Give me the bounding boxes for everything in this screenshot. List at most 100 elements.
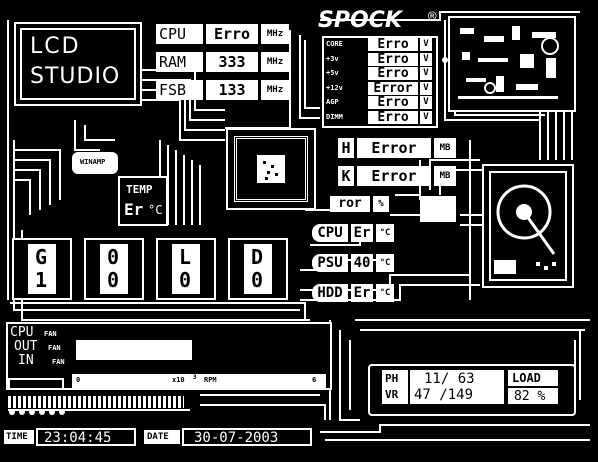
voltage-value: Error [368, 81, 418, 95]
load-percent-value: ror [330, 196, 370, 212]
winamp-badge-label: WINAMP [80, 158, 106, 166]
ph-value: 11/ 63 [424, 371, 475, 387]
fan-label-in: IN [18, 353, 34, 368]
ph-vr-values: 11/ 63 47 /149 [410, 370, 504, 404]
cpu-chip-graphic [226, 128, 316, 210]
rpm-scale-end: 6 [312, 376, 317, 384]
fan-rpm-bar [76, 340, 192, 360]
rpm-scale: 0 x10 3 RPM 6 [72, 374, 326, 388]
clock-value: 133 [206, 80, 258, 100]
logo-line-1: LCD [30, 34, 81, 59]
rpm-scale-unit: RPM [204, 376, 217, 384]
voltage-unit: V [420, 110, 432, 124]
voltage-unit: V [420, 96, 432, 109]
date-label: DATE [147, 432, 169, 442]
memory-unit: MB [434, 138, 456, 158]
memory-value: Error [357, 166, 431, 186]
registered-mark: ® [428, 9, 437, 25]
temp-label: CPU [312, 224, 348, 242]
ram-slot-graphic [8, 396, 184, 408]
voltage-unit: V [420, 38, 432, 51]
temp-value: Er [351, 224, 373, 242]
time-value: 23:04:45 [44, 430, 112, 446]
logo-frame: LCD STUDIO [14, 22, 142, 106]
temp-unit: °C [376, 284, 394, 302]
digit-top: D [251, 245, 264, 269]
logo-inner: LCD STUDIO [20, 28, 136, 100]
voltage-label: +12v [326, 83, 343, 92]
fan-label-suffix: FAN [48, 344, 61, 352]
temp-unit: °C [376, 254, 394, 272]
voltage-value: Erro [368, 38, 418, 51]
digit-bottom: 1 [35, 268, 48, 292]
digit-top: G [35, 245, 48, 269]
memory-unit: MB [434, 166, 456, 186]
ph-vr-labels: PH VR [382, 370, 408, 404]
rpm-scale-mid: x10 [172, 376, 185, 384]
clock-unit: MHz [261, 24, 289, 44]
temp-unit: °C [376, 224, 394, 242]
logo-line-2: STUDIO [30, 64, 121, 89]
digit-bottom: 0 [251, 268, 264, 292]
cpu-chip-frame [234, 136, 308, 202]
memory-label: H [338, 138, 354, 158]
voltage-value: Erro [368, 96, 418, 109]
product-title: SPOCK [318, 8, 402, 33]
temp-value: 40 [351, 254, 373, 272]
voltage-unit: V [420, 52, 432, 66]
temp-box-unit: °C [148, 203, 163, 217]
temp-box: TEMP Er °C [118, 176, 168, 226]
time-label: TIME [6, 432, 28, 442]
pcb-graphic [448, 16, 576, 112]
vr-label: VR [385, 388, 399, 401]
memory-label: K [338, 166, 354, 186]
voltage-unit: V [420, 67, 432, 80]
fan-label-suffix: FAN [52, 358, 65, 366]
temp-box-value: Er [124, 200, 144, 219]
temp-value: Er [351, 284, 373, 302]
hard-drive-icon [489, 171, 567, 281]
memory-value: Error [357, 138, 431, 158]
voltage-value: Erro [368, 52, 418, 66]
chip-icon [420, 196, 456, 222]
time-value-box: 23:04:45 [36, 428, 136, 446]
clock-value: Erro [206, 24, 258, 44]
digit-bottom: 0 [179, 268, 192, 292]
fan-bar-track [72, 326, 326, 372]
voltage-value: Erro [368, 110, 418, 124]
load-percent-row: ror % [330, 196, 389, 212]
voltage-value: Erro [368, 67, 418, 80]
load-percent-unit: % [373, 196, 389, 212]
digit-top: 0 [107, 245, 120, 269]
load-value: 82 % [514, 389, 546, 404]
clock-label: FSB [156, 80, 203, 100]
voltage-label: +3v [326, 54, 339, 63]
load-label: LOAD [512, 371, 541, 385]
clock-label: RAM [156, 52, 203, 72]
fan-label-out: OUT [14, 339, 38, 354]
voltage-frame [322, 36, 438, 128]
temp-label: HDD [312, 284, 348, 302]
load-value-box: 82 % [508, 388, 558, 404]
voltage-label: CORE [326, 40, 343, 48]
vr-value: 47 /149 [414, 387, 474, 403]
fan-label-suffix: FAN [44, 330, 57, 338]
fan-connector [8, 378, 64, 390]
rpm-scale-start: 0 [76, 376, 81, 384]
date-label-box: DATE [144, 430, 180, 444]
ph-label: PH [385, 372, 399, 385]
